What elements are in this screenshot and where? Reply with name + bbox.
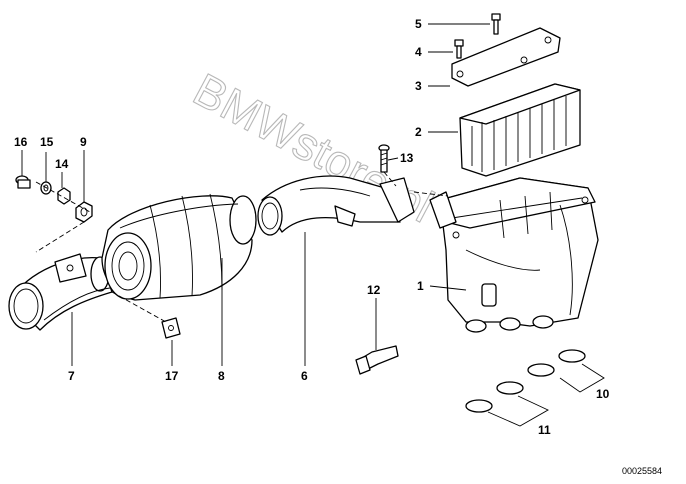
callout-labels: 5 4 3 2 13 1 12 16 15 14 9 7 17 8 6 10 1… (14, 17, 610, 437)
callout-12: 12 (367, 283, 381, 297)
part-4-screw[interactable] (454, 39, 464, 59)
part-2-filter-element[interactable] (459, 83, 581, 177)
part-17-clip[interactable] (161, 317, 181, 339)
callout-6: 6 (301, 369, 308, 383)
callout-11: 11 (538, 423, 551, 437)
callout-2: 2 (415, 125, 422, 139)
mount-alignment-line (35, 221, 85, 253)
part-7-intake-elbow[interactable] (8, 253, 113, 331)
part-13-screw[interactable] (378, 144, 390, 173)
part-11-hose-clamps[interactable] (465, 381, 524, 413)
callout-9: 9 (80, 135, 87, 149)
callout-8: 8 (218, 369, 225, 383)
callout-10: 10 (596, 387, 610, 401)
part-16-bolt[interactable] (15, 175, 31, 189)
fastener-alignment-line (35, 181, 91, 213)
part-6-intake-hose[interactable] (257, 175, 415, 236)
callout-17: 17 (165, 369, 179, 383)
callout-13: 13 (400, 151, 414, 165)
callout-5: 5 (415, 17, 422, 31)
part-3-bracket-plate[interactable] (451, 27, 561, 87)
leader-lines (21, 23, 605, 427)
screw-alignment-line (383, 171, 397, 187)
part-10-hose-clamps[interactable] (527, 349, 586, 377)
part-9-rubber-mount[interactable] (75, 201, 93, 223)
part-8-filter-housing[interactable] (101, 193, 257, 301)
hose-airbox-alignment-line (413, 191, 449, 197)
callout-14: 14 (55, 157, 69, 171)
callout-16: 16 (14, 135, 28, 149)
callout-1: 1 (417, 279, 424, 293)
part-12-temperature-sensor[interactable] (355, 345, 399, 375)
clip-alignment-line (111, 291, 167, 323)
callout-15: 15 (40, 135, 54, 149)
part-14-nut[interactable] (57, 187, 71, 205)
callout-3: 3 (415, 79, 422, 93)
part-5-screw[interactable] (491, 13, 501, 35)
callout-4: 4 (415, 45, 422, 59)
part-1-air-box[interactable] (429, 177, 599, 333)
document-number: 00025584 (622, 466, 662, 476)
callout-7: 7 (68, 369, 75, 383)
